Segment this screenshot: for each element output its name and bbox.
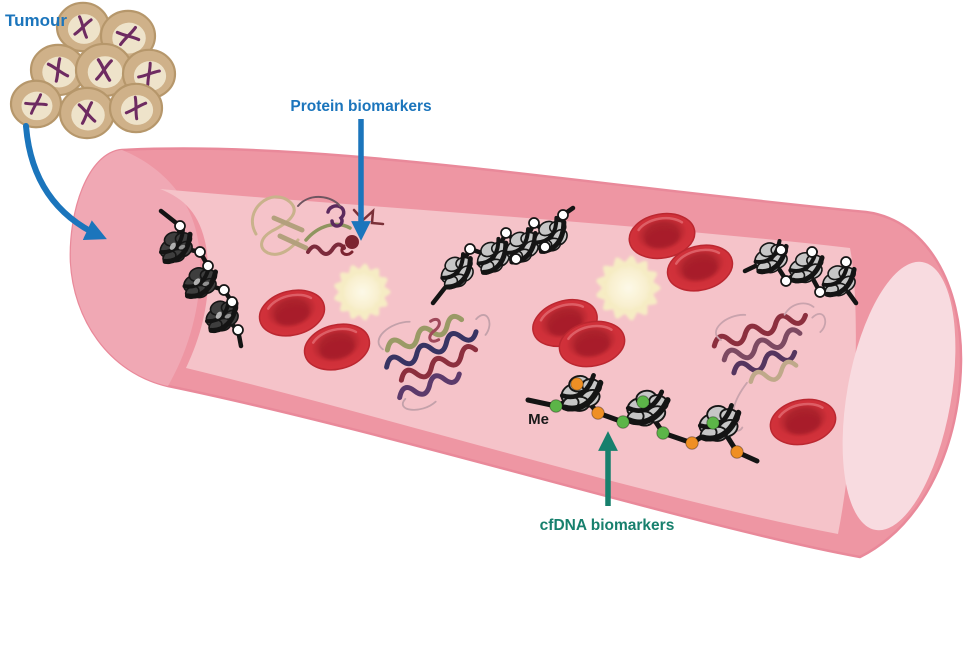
unmethylated-site	[539, 241, 551, 253]
tumour-label: Tumour	[5, 11, 67, 30]
immune-cells-layer	[334, 255, 661, 321]
unmethylated-site	[806, 246, 818, 258]
cfdna-biomarkers-label: cfDNA biomarkers	[540, 517, 675, 534]
methylation-site-orange	[570, 377, 584, 391]
tumour-cell	[9, 79, 63, 129]
methylation-site-green	[706, 416, 720, 430]
chromosome-icon	[73, 15, 93, 39]
tumour-cluster	[9, 1, 177, 140]
tumour-cell	[108, 82, 164, 134]
unmethylated-site	[780, 275, 792, 287]
unmethylated-site	[464, 243, 476, 255]
methylation-site-green	[656, 426, 670, 440]
unmethylated-site	[775, 244, 787, 256]
red-blood-cell	[303, 323, 371, 371]
unmethylated-site	[218, 284, 230, 296]
cfdna-chain	[525, 372, 760, 464]
unmethylated-site	[528, 217, 540, 229]
methylation-site-green	[636, 395, 650, 409]
chromosome-icon	[124, 95, 148, 121]
nucleosome-chain	[430, 205, 576, 306]
unmethylated-site	[840, 256, 852, 268]
unmethylated-site	[814, 286, 826, 298]
red-blood-cell	[769, 398, 837, 446]
methylation-site-orange	[591, 406, 605, 420]
tumour-to-vessel-arrow	[23, 123, 107, 240]
protein-biomarker-globular	[250, 195, 385, 256]
unmethylated-site	[510, 253, 522, 265]
unmethylated-site	[194, 246, 206, 258]
chromosome-icon	[115, 26, 141, 46]
methylation-label: Me	[528, 411, 549, 428]
red-blood-cells-layer	[258, 212, 837, 446]
protein-biomarker-helix-bundle	[377, 313, 491, 411]
unmethylated-site	[500, 227, 512, 239]
chromosome-icon	[24, 93, 48, 115]
methylation-site-green	[616, 415, 630, 429]
red-blood-cell	[558, 320, 626, 368]
unmethylated-site	[174, 220, 186, 232]
vessel-end-face	[842, 261, 956, 531]
nucleosome	[440, 252, 474, 290]
unmethylated-site	[226, 296, 238, 308]
red-blood-cell	[666, 244, 734, 292]
nucleosome-chain	[158, 208, 244, 349]
nucleosome-chains-layer	[158, 205, 859, 349]
cfdna-chain-layer	[525, 372, 760, 464]
tumour-cell	[58, 86, 116, 140]
chromosome-icon	[46, 57, 70, 83]
immune-cell	[334, 263, 391, 321]
unmethylated-site	[202, 260, 214, 272]
unmethylated-site	[557, 209, 569, 221]
chromosome-icon	[137, 61, 161, 87]
blood-vessel	[69, 147, 963, 559]
chromosome-icon	[95, 58, 113, 82]
immune-cell	[596, 255, 661, 321]
red-blood-cell	[628, 212, 696, 260]
protein-biomarker-helix-bundle-2	[711, 302, 827, 432]
nucleosome-chain	[742, 238, 859, 306]
nucleosome	[159, 227, 193, 265]
protein-biomarkers-label: Protein biomarkers	[290, 98, 431, 115]
vessel-lumen	[160, 189, 856, 534]
nucleosome	[559, 372, 604, 412]
chromosome-icon	[77, 101, 97, 125]
methylation-site-green	[549, 399, 563, 413]
methylation-site-orange	[685, 436, 699, 450]
nucleosome	[476, 236, 510, 275]
unmethylated-site	[232, 324, 244, 336]
methylation-site-orange	[730, 445, 744, 459]
red-blood-cell	[258, 289, 326, 337]
vessel-left-cap	[70, 150, 201, 386]
